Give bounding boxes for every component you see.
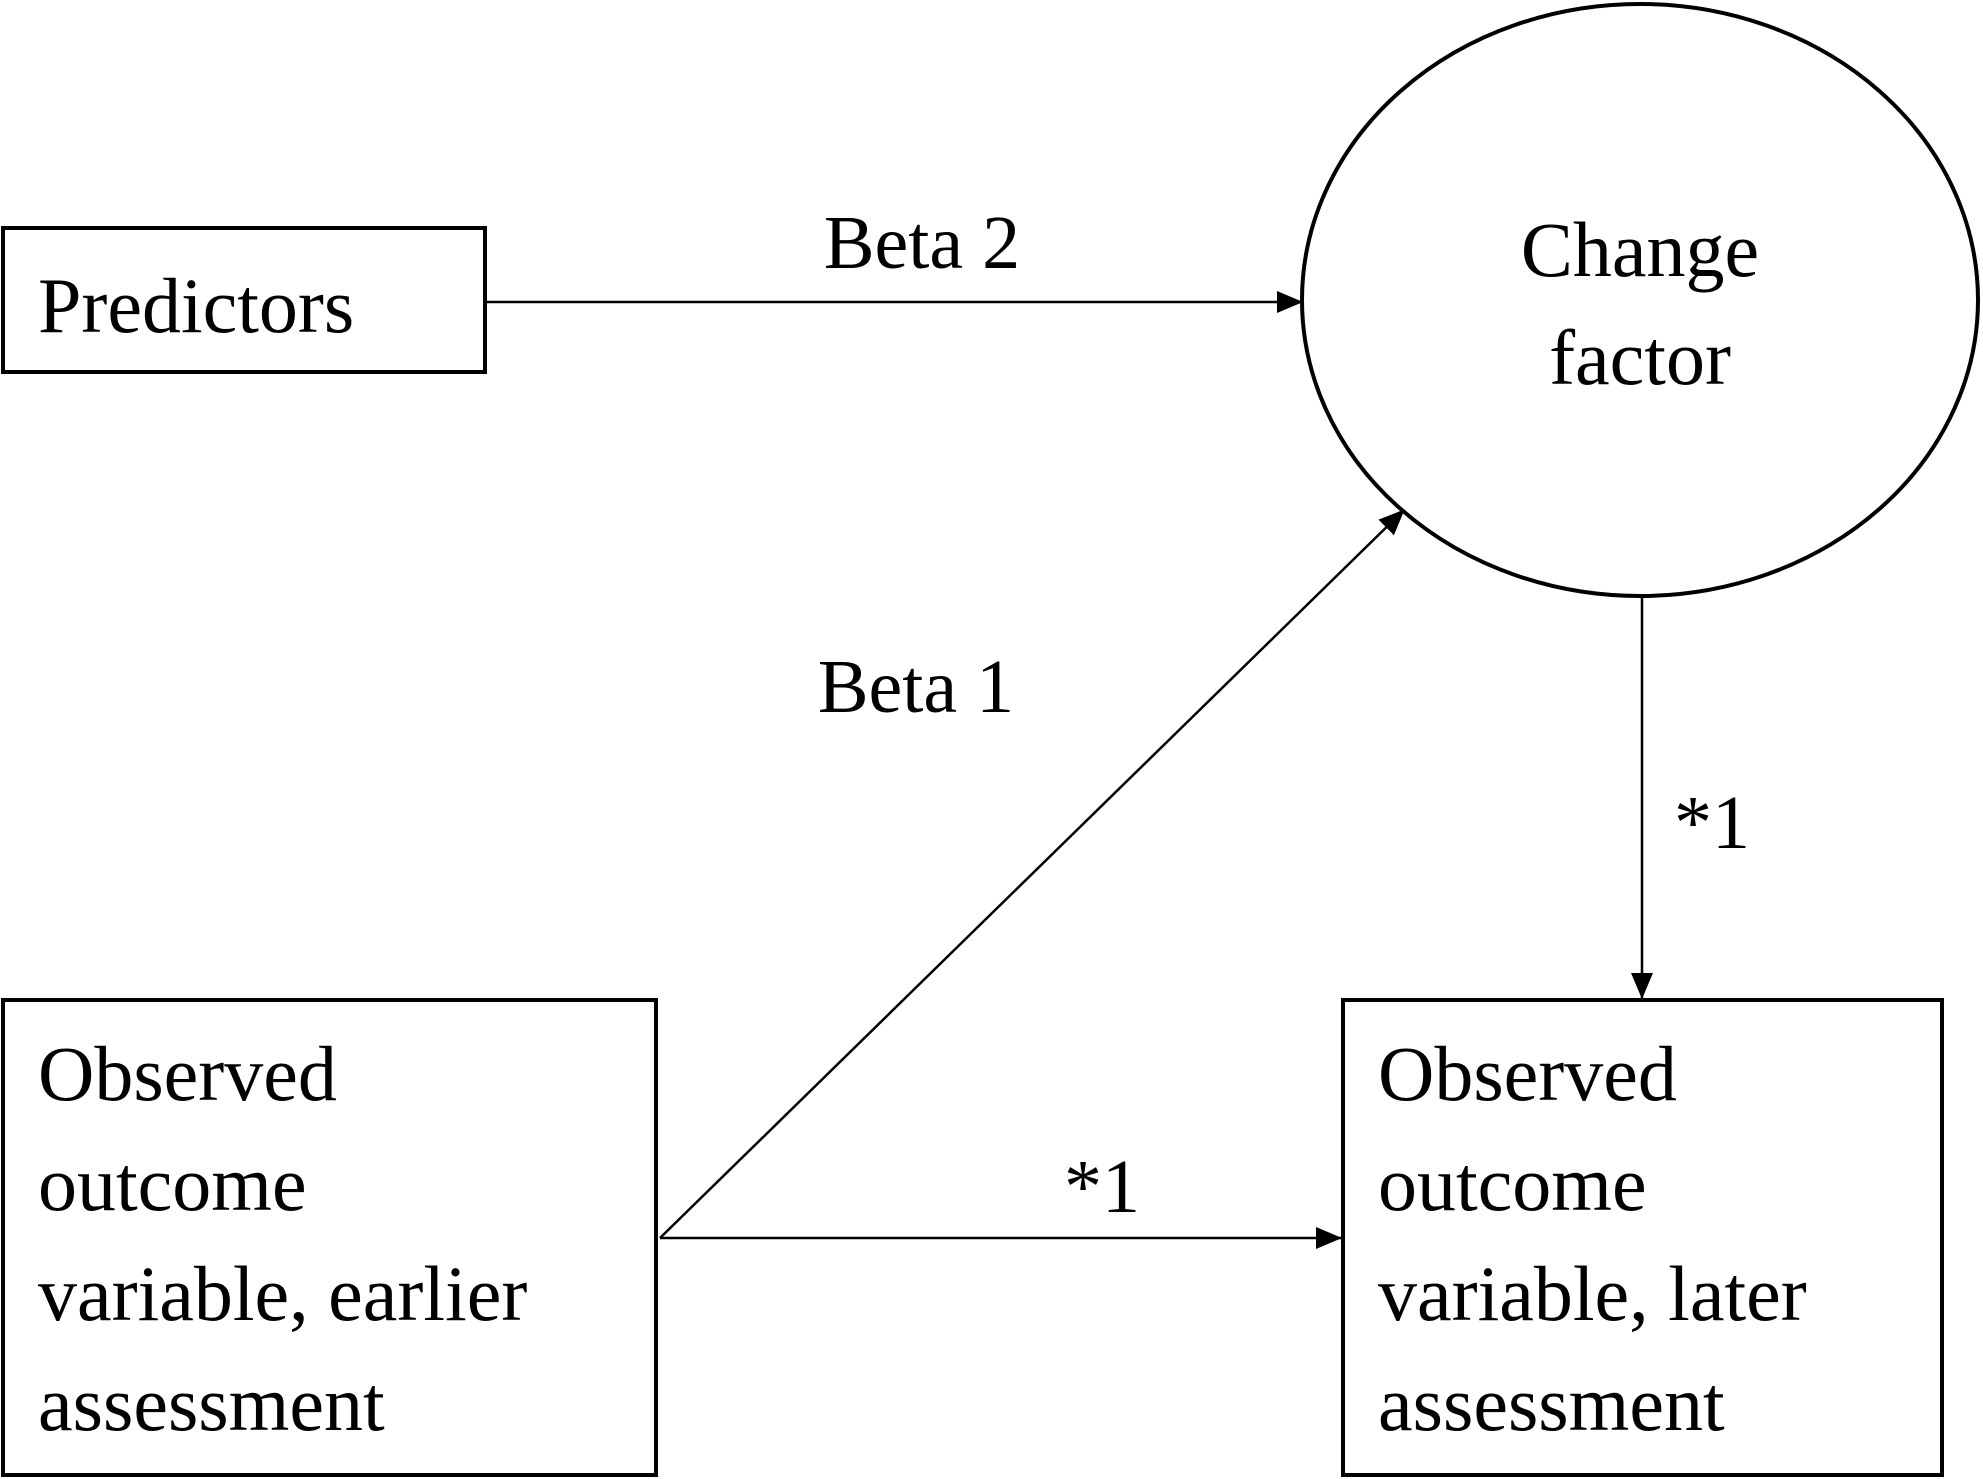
predictors-node: Predictors [1, 226, 487, 374]
edge-label-beta-1: Beta 1 [818, 645, 1014, 729]
observed-earlier-label-line-1: Observed [38, 1030, 337, 1117]
predictors-label: Predictors [38, 262, 354, 349]
observed-earlier-label-line-3: variable, earlier [38, 1250, 527, 1337]
edge-earlier-to-change: Beta 1 [659, 509, 1405, 1239]
observed-earlier-label-line-4: assessment [38, 1360, 385, 1447]
observed-later-label-line-4: assessment [1378, 1360, 1725, 1447]
edge-earlier-to-later: *1 [660, 1145, 1342, 1249]
edge-label-change-to-later: *1 [1674, 781, 1750, 865]
observed-later-label-line-1: Observed [1378, 1030, 1677, 1117]
change-factor-label-line-2: factor [1549, 314, 1731, 401]
change-factor-node: Change factor [1300, 2, 1980, 598]
edge-predictors-to-change: Beta 2 [486, 201, 1303, 313]
edge-change-to-later: *1 [1631, 598, 1750, 999]
observed-later-node: Observed outcome variable, later assessm… [1341, 998, 1944, 1477]
observed-earlier-node: Observed outcome variable, earlier asses… [1, 998, 658, 1477]
observed-later-label-line-2: outcome [1378, 1140, 1647, 1227]
edge-label-beta-2: Beta 2 [824, 201, 1020, 285]
change-factor-label-line-1: Change [1521, 206, 1759, 293]
observed-later-label-line-3: variable, later [1378, 1250, 1807, 1337]
observed-earlier-label-line-2: outcome [38, 1140, 307, 1227]
edge-label-earlier-to-later: *1 [1064, 1145, 1140, 1229]
